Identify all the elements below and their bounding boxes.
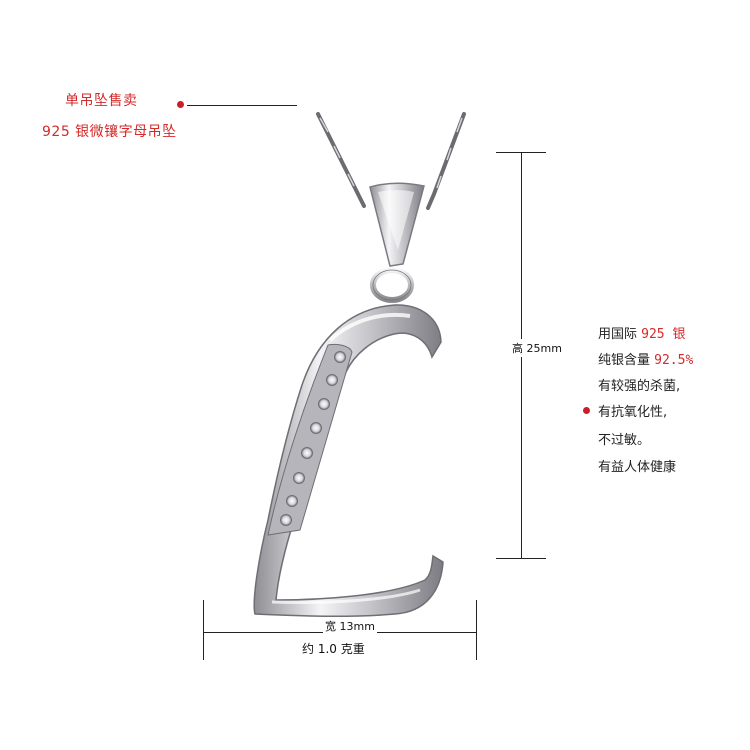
feature-dot [583,407,590,414]
feature-line-2: 纯银含量 92.5% [598,348,750,374]
feature-line-3: 有较强的杀菌, [598,379,681,394]
callout-dot [177,101,184,108]
feature-line-5: 不过敏。 [598,433,651,448]
gem-3 [318,398,330,410]
width-tick-left [203,600,204,660]
gem-6 [293,472,305,484]
gem-7 [286,495,298,507]
gem-5 [301,447,313,459]
feature-1-prefix: 用国际 [598,327,638,342]
title-line-2: 925 银微镶字母吊坠 [42,124,177,140]
feature-1-value: 925 银 [641,327,686,342]
gemstones [280,351,346,526]
gem-1 [334,351,346,363]
gem-2 [326,374,338,386]
feature-2-prefix: 纯银含量 [598,353,651,368]
gem-8 [280,514,292,526]
width-tick-right [476,600,477,660]
weight-label: 约 1.0 克重 [302,642,365,656]
feature-line-4: 有抗氧化性, [598,405,668,420]
width-label: 宽 13mm [323,618,377,634]
gem-4 [310,422,322,434]
feature-2-value: 92.5% [654,353,694,368]
pave-channel [267,343,353,536]
height-label: 高 25mm [512,339,562,357]
feature-line-1: 用国际 925 银 [598,322,750,348]
feature-line-6: 有益人体健康 [598,460,677,475]
height-tick-bottom [496,558,546,559]
title-line-1: 单吊坠售卖 [65,93,138,109]
callout-line [187,105,297,106]
